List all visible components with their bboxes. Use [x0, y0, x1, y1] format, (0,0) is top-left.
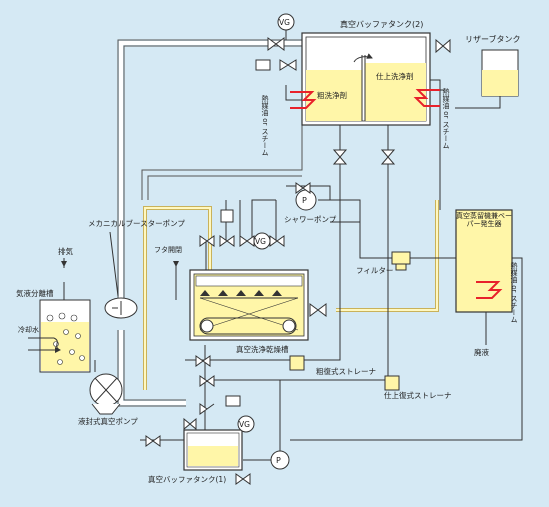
valve-dryer-drain[interactable] [195, 355, 215, 415]
actuator-dryer [220, 209, 234, 223]
buffer-tank-2-label: 真空バッファタンク(2) [340, 19, 423, 29]
rough-wash-label: 粗洗浄剤 [317, 90, 347, 100]
valve-row-dryer-top[interactable] [199, 235, 285, 247]
buffer-tank-1-label: 真空バッファタンク(1) [148, 474, 226, 484]
steam-distiller-label: 熱媒油 or スチーム [510, 261, 518, 323]
vacuum-buffer-tank-2[interactable] [301, 32, 431, 126]
valve-tank2-vent[interactable] [255, 59, 297, 71]
valve-dryer-side[interactable] [309, 303, 327, 317]
finish-wash-label: 仕上洗浄剤 [376, 71, 414, 81]
cooling-water-label: 冷却水 [18, 325, 39, 334]
valve-tank1-inlet[interactable] [145, 417, 197, 447]
gas-liquid-separator[interactable] [39, 299, 91, 373]
liquid-ring-pump-label: 液封式真空ポンプ [78, 416, 138, 426]
vacuum-wash-dryer[interactable] [189, 269, 309, 341]
svg-text:メカニカルブースターポンプ: メカニカルブースターポンプ [88, 218, 185, 228]
transfer-pump[interactable] [270, 450, 290, 470]
valve-tank2-right[interactable] [435, 38, 451, 54]
distiller-label: 真空蒸留機兼ベーパー発生器 [456, 212, 512, 228]
svg-text:熱媒油 or スチーム: 熱媒油 or スチーム [510, 261, 518, 323]
mech-booster-label: メカニカルブースターポンプ [88, 218, 185, 228]
svg-text:フタ開閉: フタ開閉 [154, 245, 182, 254]
gas-liquid-separator-label: 気液分離槽 [16, 288, 54, 298]
svg-text:VG: VG [255, 237, 266, 246]
fine-strainer-label: 仕上復式ストレーナ [384, 390, 452, 400]
waste-liquid-label: 廃液 [474, 347, 489, 357]
svg-text:P: P [276, 456, 281, 465]
actuator-tank1 [225, 395, 241, 407]
valve-tank1-outlet[interactable] [235, 473, 251, 485]
vacuum-gauge-bottom[interactable] [237, 415, 255, 433]
exhaust-label: 排気 [58, 246, 73, 256]
shower-pump-label: シャワーポンプ [284, 215, 337, 224]
valve-tank2-inlet[interactable] [267, 37, 285, 51]
vacuum-gauge-mid[interactable] [253, 232, 271, 250]
valve-shower-bypass[interactable] [295, 182, 311, 194]
svg-text:熱媒油 or スチーム: 熱媒油 or スチーム [261, 94, 269, 156]
reserve-tank[interactable] [481, 49, 519, 97]
fine-strainer[interactable] [384, 375, 400, 391]
svg-text:VG: VG [279, 18, 290, 27]
coarse-strainer-label: 粗復式ストレーナ [316, 366, 376, 376]
vacuum-line-fill [119, 41, 302, 405]
vacuum-distiller[interactable] [455, 209, 513, 313]
filter[interactable] [391, 251, 411, 271]
heater-coil-distiller [476, 281, 503, 299]
reserve-tank-label: リザーブタンク [465, 34, 521, 44]
steam-right-label: 熱媒油 or スチーム [442, 87, 450, 149]
svg-text:熱媒油 or スチーム: 熱媒油 or スチーム [442, 87, 450, 149]
coarse-strainer[interactable] [289, 355, 305, 371]
svg-text:P: P [302, 196, 307, 205]
mechanical-booster-pump[interactable] [104, 297, 138, 319]
vacuum-lines [117, 39, 303, 407]
heater-coil-right [413, 89, 440, 107]
lid-open-close-label: フタ開閉 [154, 245, 182, 254]
steam-left-label: 熱媒油 or スチーム [261, 94, 269, 156]
svg-text:VG: VG [239, 420, 250, 429]
valve-finish-drain[interactable] [380, 149, 396, 165]
vacuum-wash-dryer-label: 真空洗浄乾燥槽 [236, 344, 289, 354]
filter-label: フィルター [356, 266, 393, 275]
heater-coil-left [290, 91, 317, 109]
valve-rough-drain[interactable] [332, 149, 348, 165]
vacuum-buffer-tank-1[interactable] [183, 429, 243, 471]
liquid-ring-vacuum-pump[interactable] [89, 373, 123, 415]
